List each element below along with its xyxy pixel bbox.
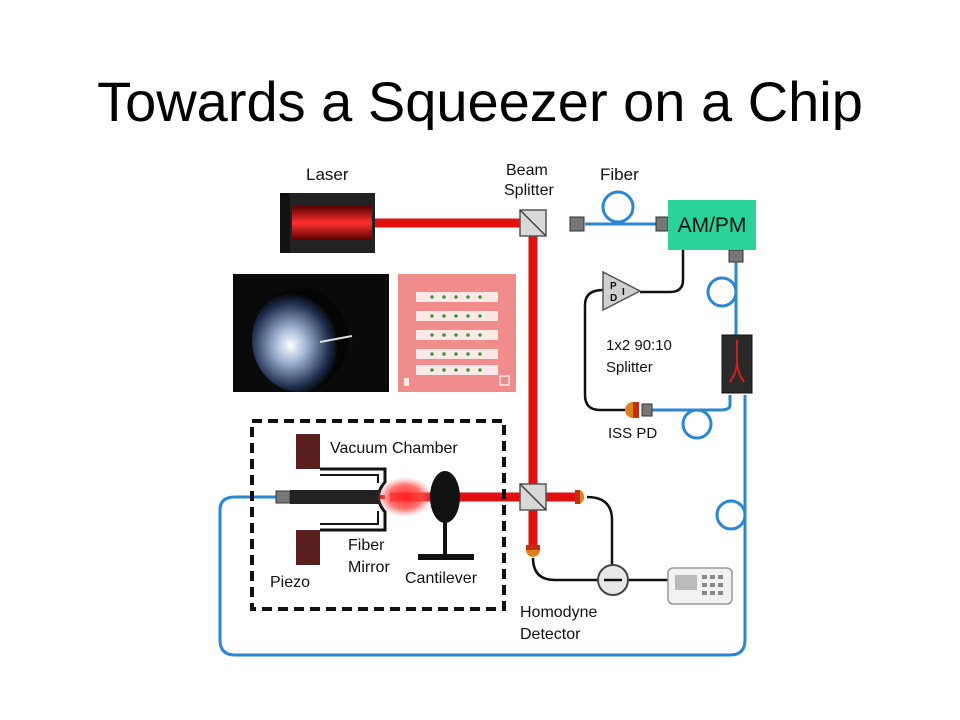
photodiode: P D I [602, 270, 642, 312]
cable-pd2-to-homodyne [531, 557, 598, 582]
beam-splitter-top: Beam Splitter [504, 162, 554, 237]
vacuum-chamber-outline [250, 419, 506, 611]
homodyne-detector: Homodyne Detector [520, 564, 629, 643]
beam-splitter-diagonal [519, 209, 547, 237]
cantilever-micrograph [233, 274, 389, 392]
splitter-label-2: Splitter [606, 359, 653, 376]
homodyne-pd-right [580, 490, 585, 504]
signal-cables [531, 250, 685, 582]
laser-housing-back [280, 193, 290, 253]
spectrum-analyzer [667, 567, 733, 605]
fiber-splitter: 1x2 90:10 Splitter [606, 334, 753, 394]
fiber-connector [641, 403, 653, 417]
fiber-connector [275, 490, 291, 504]
iss-pd-label: ISS PD [608, 425, 657, 442]
homodyne-pd-bottom-base [526, 545, 540, 550]
homodyne-pd-bottom [526, 550, 540, 557]
beam-splitter-label-1: Beam [506, 162, 548, 179]
iss-pd-base [633, 402, 639, 418]
photodiode-triangle [602, 270, 642, 312]
laser: Laser [280, 165, 375, 253]
chamber-wall-inner [320, 474, 379, 525]
homodyne-pd-right-base [575, 490, 580, 504]
cantilever-stem [443, 520, 447, 556]
cantilever-base [418, 554, 474, 560]
laser-glow [292, 206, 372, 240]
cable-pd-to-iss [583, 288, 625, 412]
cavity-spot [377, 477, 433, 517]
instrument-buttons [702, 575, 723, 595]
chamber-block-top [296, 434, 320, 469]
homodyne-photodiodes [526, 490, 585, 557]
ampm-modulator: AM/PM [668, 200, 756, 250]
fiber-mirror-label-2: Mirror [348, 559, 390, 576]
chamber-block-bottom [296, 530, 320, 565]
cantilever-paddle [430, 471, 460, 523]
photodiode-p: P [610, 281, 617, 292]
fiber-to-iss-pd [650, 395, 732, 412]
laser-label: Laser [306, 165, 349, 184]
instrument-screen [675, 575, 697, 590]
slide-title: Towards a Squeezer on a Chip [97, 70, 863, 130]
fiber-connector [728, 249, 744, 263]
splitter-label-1: 1x2 90:10 [606, 337, 672, 354]
fiber-loop-main [218, 395, 747, 657]
ampm-label: AM/PM [678, 214, 747, 237]
chip-marker [499, 375, 510, 386]
micrograph-cantilever [319, 335, 353, 343]
fiber-paths [218, 190, 747, 657]
cable-ampm-to-pd [640, 250, 685, 294]
chip-marker [404, 378, 409, 386]
chip-devices [430, 295, 482, 372]
vacuum-chamber-label: Vacuum Chamber [330, 440, 458, 457]
cable-pd-to-homodyne [586, 495, 614, 568]
iss-photodiode: ISS PD [608, 402, 657, 442]
fiber-splitter-internal [729, 340, 745, 383]
beam-splitter-diagonal-lower [519, 483, 547, 511]
fiber-ferrule [290, 490, 380, 504]
fiber-coil [681, 408, 713, 440]
piezo-label: Piezo [270, 574, 310, 591]
fiber-connector [655, 216, 669, 232]
iss-pd-dome [625, 402, 633, 418]
fiber-label: Fiber [600, 165, 639, 184]
fiber-coil [706, 276, 738, 308]
vacuum-chamber: Vacuum Chamber Fiber Mirror Piezo [270, 434, 458, 591]
homodyne-label-1: Homodyne [520, 604, 597, 621]
micrograph-fiber-tip [252, 288, 348, 392]
fiber-coil [715, 499, 747, 531]
chip-image [398, 274, 516, 392]
fiber-mirror-label-1: Fiber [348, 537, 385, 554]
fiber-connector [569, 216, 585, 232]
ampm-box [668, 200, 756, 250]
photodiode-d: D [610, 293, 617, 304]
cantilever-label: Cantilever [405, 570, 478, 587]
cantilever: Cantilever [405, 471, 478, 587]
fiber-connectors [275, 216, 744, 504]
homodyne-label-2: Detector [520, 626, 581, 643]
photodiode-i: I [622, 287, 625, 298]
fiber-coil [601, 190, 635, 224]
beam-splitter-lower [519, 483, 547, 511]
beam-splitter-label-2: Splitter [504, 182, 554, 199]
